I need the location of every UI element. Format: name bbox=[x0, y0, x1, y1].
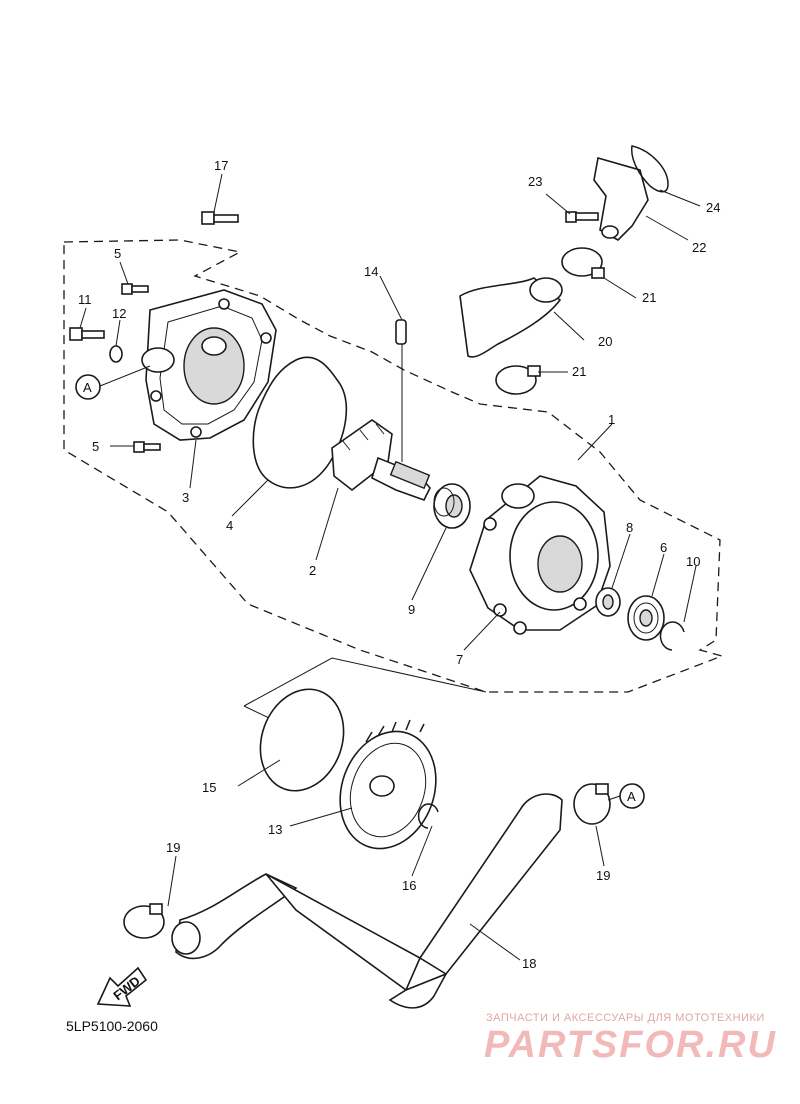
clamp-19-right bbox=[573, 783, 611, 825]
fwd-arrow-icon: FWD bbox=[96, 966, 148, 1007]
callout-1: 1 bbox=[608, 412, 615, 427]
circlip-16 bbox=[417, 803, 439, 829]
callout-6: 6 bbox=[660, 540, 667, 555]
callout-18: 18 bbox=[522, 956, 536, 971]
callout-11: 11 bbox=[78, 292, 92, 307]
clamp-21-lower bbox=[495, 365, 541, 395]
callout-16: 16 bbox=[402, 878, 416, 893]
hose-20 bbox=[459, 277, 563, 358]
impeller-shaft bbox=[331, 419, 431, 501]
clamp-19-left bbox=[123, 903, 165, 939]
oil-seal bbox=[433, 483, 471, 529]
outlet-elbow bbox=[593, 145, 669, 241]
callout-21-lower: 21 bbox=[572, 364, 586, 379]
callout-17: 17 bbox=[214, 158, 228, 173]
o-ring-15 bbox=[259, 688, 345, 792]
callout-14: 14 bbox=[364, 264, 378, 279]
gasket bbox=[252, 356, 348, 489]
pump-cover bbox=[145, 289, 277, 441]
ref-marker-a-left: A bbox=[75, 365, 151, 400]
ref-marker-a-right: A bbox=[607, 783, 645, 809]
callout-22: 22 bbox=[692, 240, 706, 255]
bolt-17 bbox=[201, 211, 239, 225]
watermark-logo: PARTSFOR.RU bbox=[484, 1024, 777, 1066]
bolt-5-upper bbox=[121, 283, 149, 295]
callout-3: 3 bbox=[182, 490, 189, 505]
callout-5-lower: 5 bbox=[92, 439, 99, 454]
callout-8: 8 bbox=[626, 520, 633, 535]
bolt-23 bbox=[565, 211, 599, 223]
bolt-5-lower bbox=[133, 441, 161, 453]
washer-12 bbox=[109, 345, 123, 363]
callout-19-right: 19 bbox=[596, 868, 610, 883]
ref-marker-label: A bbox=[83, 380, 92, 395]
hose-18 bbox=[171, 793, 563, 1009]
circlip-10 bbox=[659, 621, 685, 651]
dowel-pin bbox=[395, 319, 407, 345]
clamp-21-upper bbox=[561, 247, 605, 279]
leader-lines bbox=[79, 173, 701, 961]
callout-4: 4 bbox=[226, 518, 233, 533]
bolt-11 bbox=[69, 327, 105, 341]
impeller-gear bbox=[339, 719, 437, 850]
callout-12: 12 bbox=[112, 306, 126, 321]
bearing bbox=[627, 595, 665, 641]
callout-labels: 1 2 3 4 5 5 6 7 8 9 10 11 12 13 14 15 16… bbox=[78, 158, 720, 971]
assembly-dashed-outline bbox=[63, 239, 725, 693]
callout-10: 10 bbox=[686, 554, 700, 569]
watermark-tagline: ЗАПЧАСТИ И АКСЕССУАРЫ ДЛЯ МОТОТЕХНИКИ bbox=[486, 1012, 765, 1024]
callout-24: 24 bbox=[706, 200, 720, 215]
callout-5-upper: 5 bbox=[114, 246, 121, 261]
callout-2: 2 bbox=[309, 563, 316, 578]
diagram-part-code: 5LP5100-2060 bbox=[66, 1018, 158, 1034]
callout-7: 7 bbox=[456, 652, 463, 667]
callout-19-left: 19 bbox=[166, 840, 180, 855]
ref-marker-label: A bbox=[627, 789, 636, 804]
callout-13: 13 bbox=[268, 822, 282, 837]
o-ring-small bbox=[141, 347, 175, 373]
callout-21-upper: 21 bbox=[642, 290, 656, 305]
seal-8 bbox=[595, 587, 621, 617]
callout-23: 23 bbox=[528, 174, 542, 189]
callout-9: 9 bbox=[408, 602, 415, 617]
pump-housing bbox=[469, 475, 611, 635]
callout-15: 15 bbox=[202, 780, 216, 795]
callout-20: 20 bbox=[598, 334, 612, 349]
